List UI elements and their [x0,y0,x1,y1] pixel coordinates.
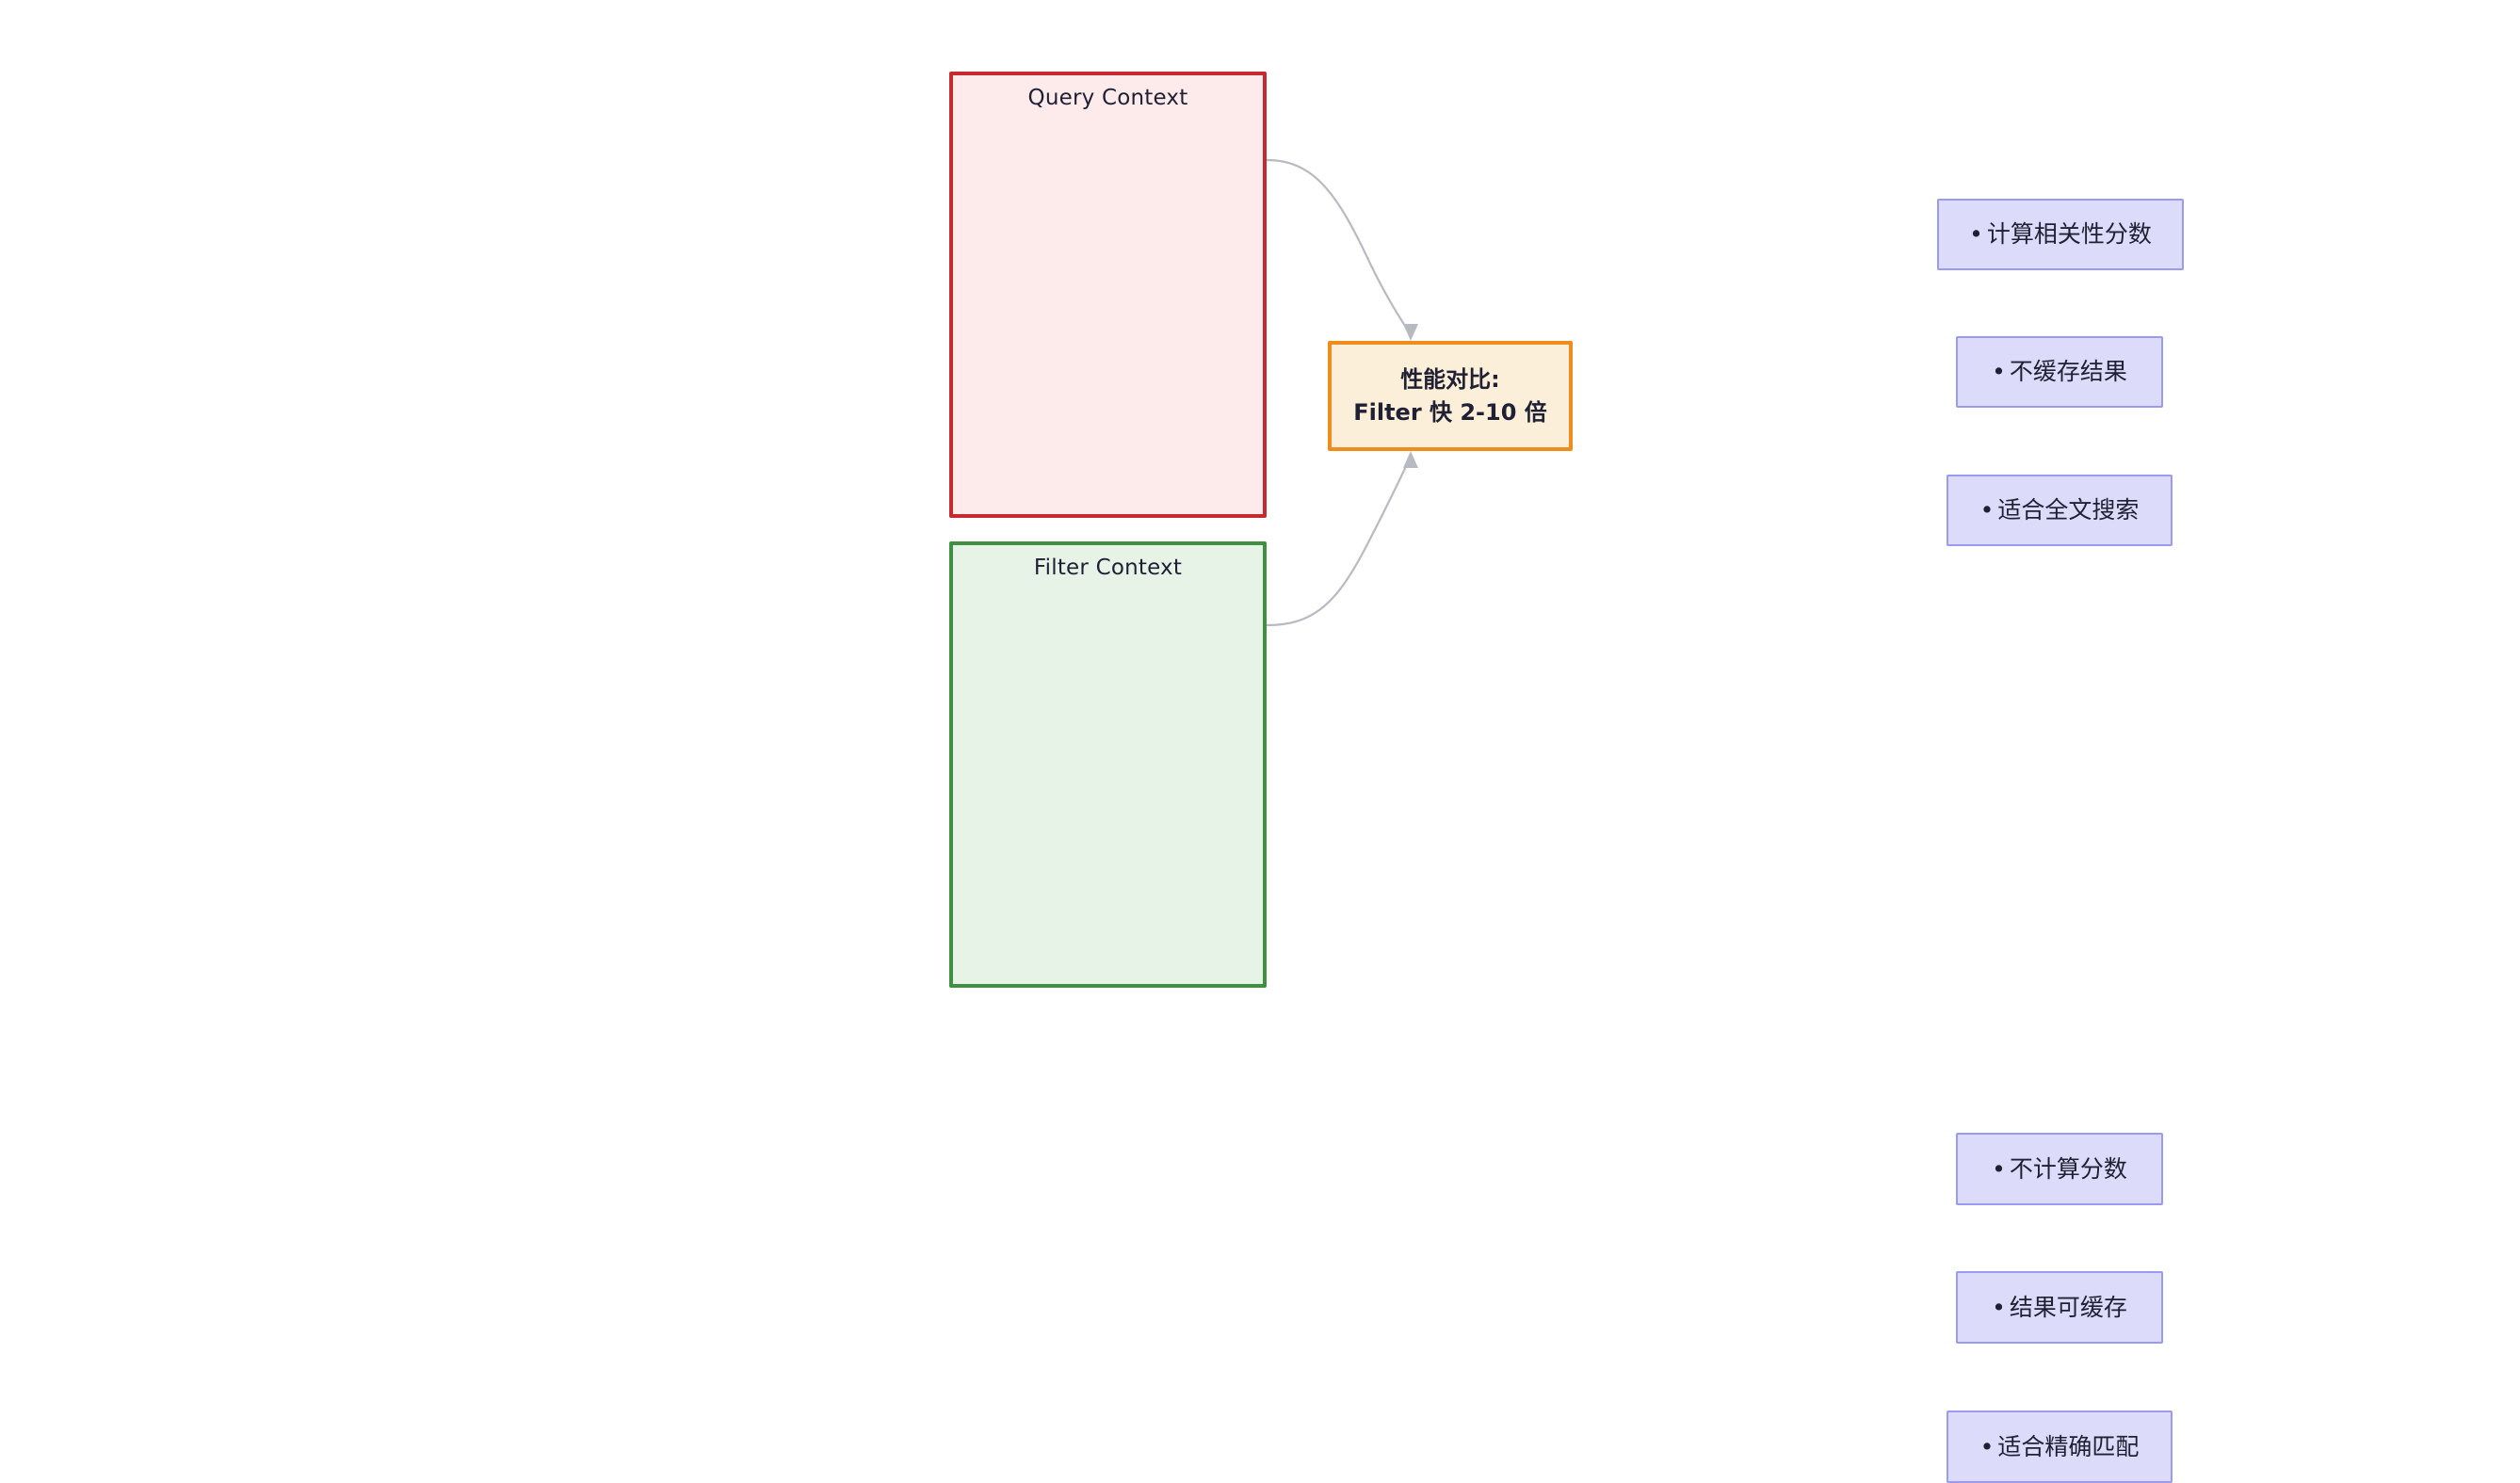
callout-line-2: Filter 快 2-10 倍 [1353,398,1547,426]
subgraph-title-query-context: Query Context [1027,86,1188,110]
node-results-cacheable[interactable]: • 结果可缓存 [1956,1271,2163,1344]
node-label: 适合全文搜索 [1997,496,2140,524]
node-performance-comparison[interactable]: 性能对比: Filter 快 2-10 倍 [1328,341,1573,451]
node-suited-full-text-search[interactable]: • 适合全文搜索 [1947,475,2173,546]
node-bullet: • [1992,1293,2006,1321]
node-label: 适合精确匹配 [1997,1432,2140,1460]
node-bullet: • [1979,1432,1995,1460]
node-label: 结果可缓存 [2009,1293,2127,1321]
node-no-cache-results[interactable]: • 不缓存结果 [1956,336,2163,408]
node-suited-exact-match[interactable]: • 适合精确匹配 [1947,1410,2173,1483]
node-label: 不计算分数 [2009,1154,2127,1183]
subgraph-query-context[interactable]: Query Context • 计算相关性分数 • 不缓存结果 • 适合全文搜索 [949,72,2184,546]
node-label: 不缓存结果 [2009,358,2127,386]
node-bullet: • [1992,1154,2006,1183]
node-no-score-calculation[interactable]: • 不计算分数 [1956,1133,2163,1205]
callout-line-1: 性能对比: [1400,365,1500,393]
node-bullet: • [1979,496,1995,524]
node-bullet: • [1992,358,2006,386]
node-calculate-relevance-score[interactable]: • 计算相关性分数 [1937,199,2184,270]
node-bullet: • [1969,220,1983,249]
subgraph-filter-context[interactable]: Filter Context • 不计算分数 • 结果可缓存 • 适合精确匹配 [949,541,2173,1483]
node-label: 计算相关性分数 [1986,220,2152,249]
subgraph-title-filter-context: Filter Context [1033,556,1183,580]
diagram-canvas: Query Context • 计算相关性分数 • 不缓存结果 • 适合全文搜索… [949,72,2184,1483]
